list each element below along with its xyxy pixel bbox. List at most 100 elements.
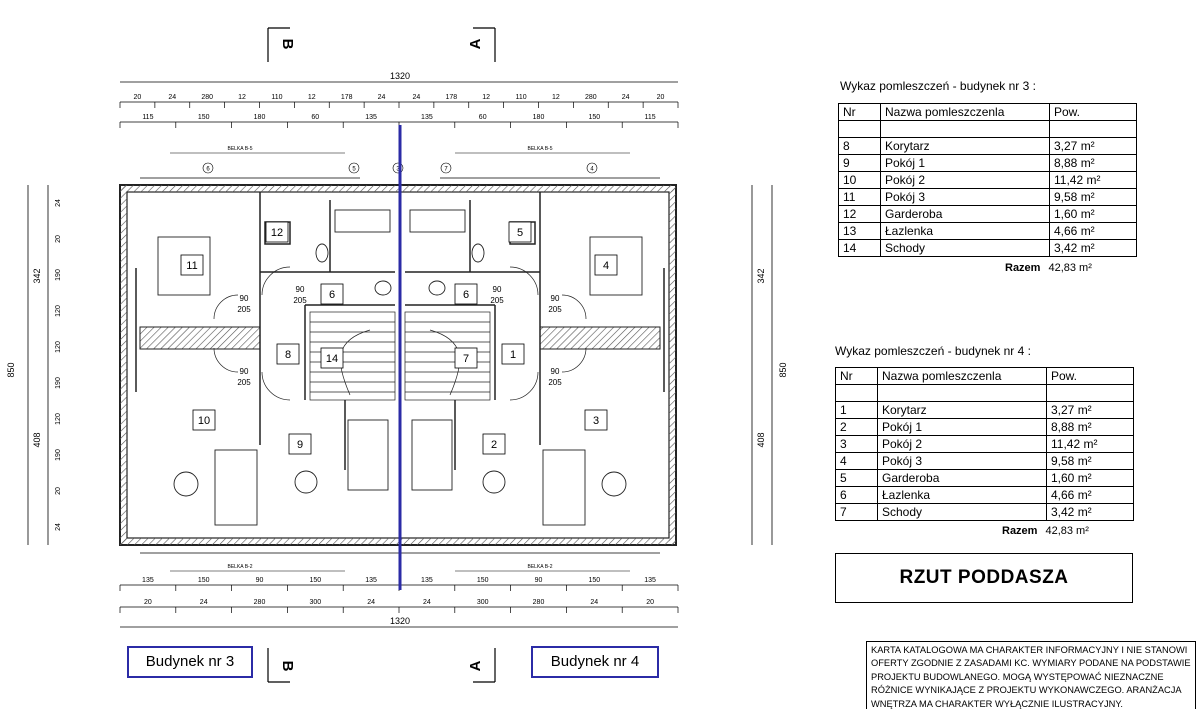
svg-text:90: 90 [296,285,305,294]
room-number: 6 [463,289,469,301]
table-cell: 4 [835,452,878,470]
table-cell: 9 [838,154,881,172]
dim-label: 24 [622,94,630,101]
room-number: 7 [463,353,469,365]
svg-text:205: 205 [548,378,562,387]
dim-label: 150 [198,114,210,121]
room-number-box [584,409,608,431]
room-number-box [508,221,532,243]
table-cell: Garderoba [877,469,1047,487]
dim-label: 178 [445,94,457,101]
dim-label: 60 [479,114,487,121]
dim-label: 12 [238,94,246,101]
room-number-box [482,433,506,455]
room-number-box [320,283,344,305]
table-cell: 3,27 m² [1046,401,1134,419]
table-cell: 8 [838,137,881,155]
room-number: 1 [510,349,516,361]
table-cell [880,120,1050,138]
dim-label: 280 [585,94,597,101]
table-cell: 3,42 m² [1046,503,1134,521]
axis-label: 5 [352,167,356,173]
dim-label: 110 [515,94,526,101]
room-number-box [288,433,312,455]
table-cell: 13 [838,222,881,240]
table-cell: 8,88 m² [1046,418,1134,436]
dim-label: 135 [644,577,656,584]
dim-label: 24 [413,94,421,101]
room-number: 3 [593,415,599,427]
svg-text:205: 205 [548,305,562,314]
table4-title: Wykaz pomleszczeń - budynek nr 4 : [835,344,1031,358]
dim-label: 24 [168,94,176,101]
table-cell: 1 [835,401,878,419]
table-cell: Pokój 2 [880,171,1050,189]
dim-label: 24 [378,94,386,101]
table-cell: Pokój 3 [877,452,1047,470]
room-number: 9 [297,439,303,451]
dim-label: 115 [142,114,153,121]
dim-label: 20 [657,94,665,101]
left-overall-dim: 850 [6,362,16,377]
table-cell: 4,66 m² [1049,222,1137,240]
table-cell [877,384,1047,402]
table-cell: 9,58 m² [1046,452,1134,470]
left-dim-label: 120 [55,341,62,353]
table-cell: 3 [835,435,878,453]
svg-text:205: 205 [237,378,251,387]
axis-label: 7 [444,167,448,173]
room-number-box [454,347,478,369]
table-cell: Pokój 2 [877,435,1047,453]
table-cell: 1,60 m² [1046,469,1134,487]
table-cell: Łazlenka [880,222,1050,240]
room-number: 8 [285,349,291,361]
left-dim-label: 20 [55,235,62,243]
room-number-box [265,221,289,243]
left-dim-label: 190 [55,377,62,389]
dim-label: 150 [588,114,600,121]
room-number: 10 [198,415,210,427]
dim-label: 150 [477,577,489,584]
room-number: 11 [186,260,197,272]
doors [213,266,587,401]
dim-label: 24 [200,599,208,606]
section-marker-bottom-right: A [467,648,496,683]
dim-label: 135 [421,114,433,121]
svg-text:A: A [467,38,484,49]
svg-text:B: B [279,661,296,672]
svg-text:205: 205 [490,296,504,305]
beam-bottom-right: BELKA B-2 [527,564,552,570]
table-cell [1049,120,1137,138]
svg-text:90: 90 [240,294,249,303]
table-cell: Nr [835,367,878,385]
dim-label: 24 [590,599,598,606]
room-number-box [454,283,478,305]
dim-label: 60 [311,114,319,121]
table-cell [835,384,878,402]
overall-dim-bottom: 1320 [390,616,410,626]
svg-text:90: 90 [551,294,560,303]
left-dim-label: 120 [55,413,62,425]
room-number-box [594,254,618,276]
table-cell: 11 [838,188,881,206]
svg-text:205: 205 [293,296,307,305]
right-overall-dim: 850 [778,362,788,377]
right-sub-dim-1: 342 [756,268,766,283]
dim-label: 280 [254,599,266,606]
room-number: 5 [517,227,523,239]
table-cell: 3,27 m² [1049,137,1137,155]
table-cell [1046,384,1134,402]
